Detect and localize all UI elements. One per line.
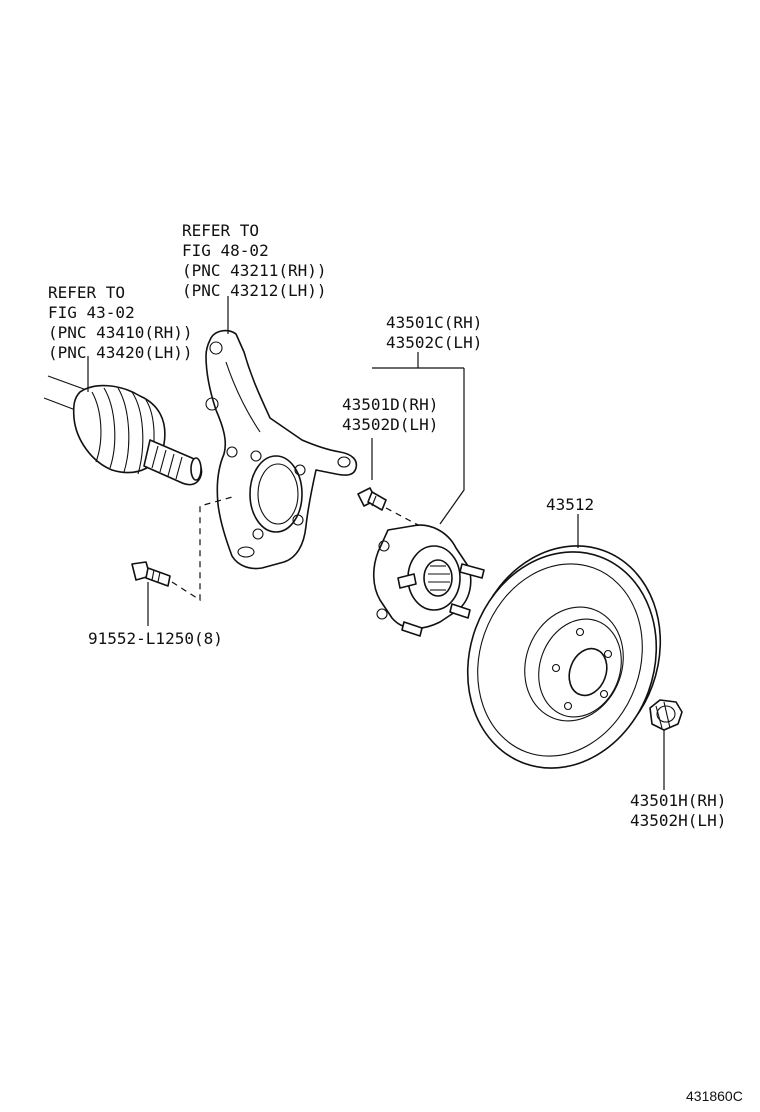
label-disc-rotor-pnc: 43512 [546,495,594,514]
svg-text:43502D(LH): 43502D(LH) [342,415,438,434]
label-knuckle-bolt-pnc: 91552-L1250(8) [88,629,223,648]
label-hub-bolt-pnc: 43501D(RH) 43502D(LH) [342,395,438,434]
svg-text:43502C(LH): 43502C(LH) [386,333,482,352]
svg-text:FIG 48-02: FIG 48-02 [182,241,269,260]
label-refer-fig-43-02: REFER TO FIG 43-02 (PNC 43410(RH)) (PNC … [48,283,193,362]
knuckle-bolt-drawing [131,561,171,587]
svg-text:(PNC 43211(RH)): (PNC 43211(RH)) [182,261,327,280]
steering-knuckle-drawing [205,329,358,570]
svg-text:(PNC 43212(LH)): (PNC 43212(LH)) [182,281,327,300]
svg-text:FIG 43-02: FIG 43-02 [48,303,135,322]
svg-text:REFER TO: REFER TO [48,283,125,302]
svg-text:43501H(RH): 43501H(RH) [630,791,726,810]
figure-id-label: 431860C [686,1088,743,1104]
svg-text:(PNC 43420(LH)): (PNC 43420(LH)) [48,343,193,362]
label-refer-fig-48-02: REFER TO FIG 48-02 (PNC 43211(RH)) (PNC … [182,221,327,300]
svg-text:43502H(LH): 43502H(LH) [630,811,726,830]
svg-text:REFER TO: REFER TO [182,221,259,240]
svg-text:43501D(RH): 43501D(RH) [342,395,438,414]
leader-lines [87,296,665,790]
hub-nut-drawing [649,699,683,731]
hub-assembly-drawing [372,524,485,637]
svg-text:43501C(RH): 43501C(RH) [386,313,482,332]
svg-text:(PNC 43410(RH)): (PNC 43410(RH)) [48,323,193,342]
drive-shaft-drawing [43,375,203,486]
label-hub-assembly-pnc: 43501C(RH) 43502C(LH) [386,313,482,352]
label-hub-nut-pnc: 43501H(RH) 43502H(LH) [630,791,726,830]
disc-rotor-drawing [466,545,662,769]
hub-bolt-drawing [357,487,387,511]
